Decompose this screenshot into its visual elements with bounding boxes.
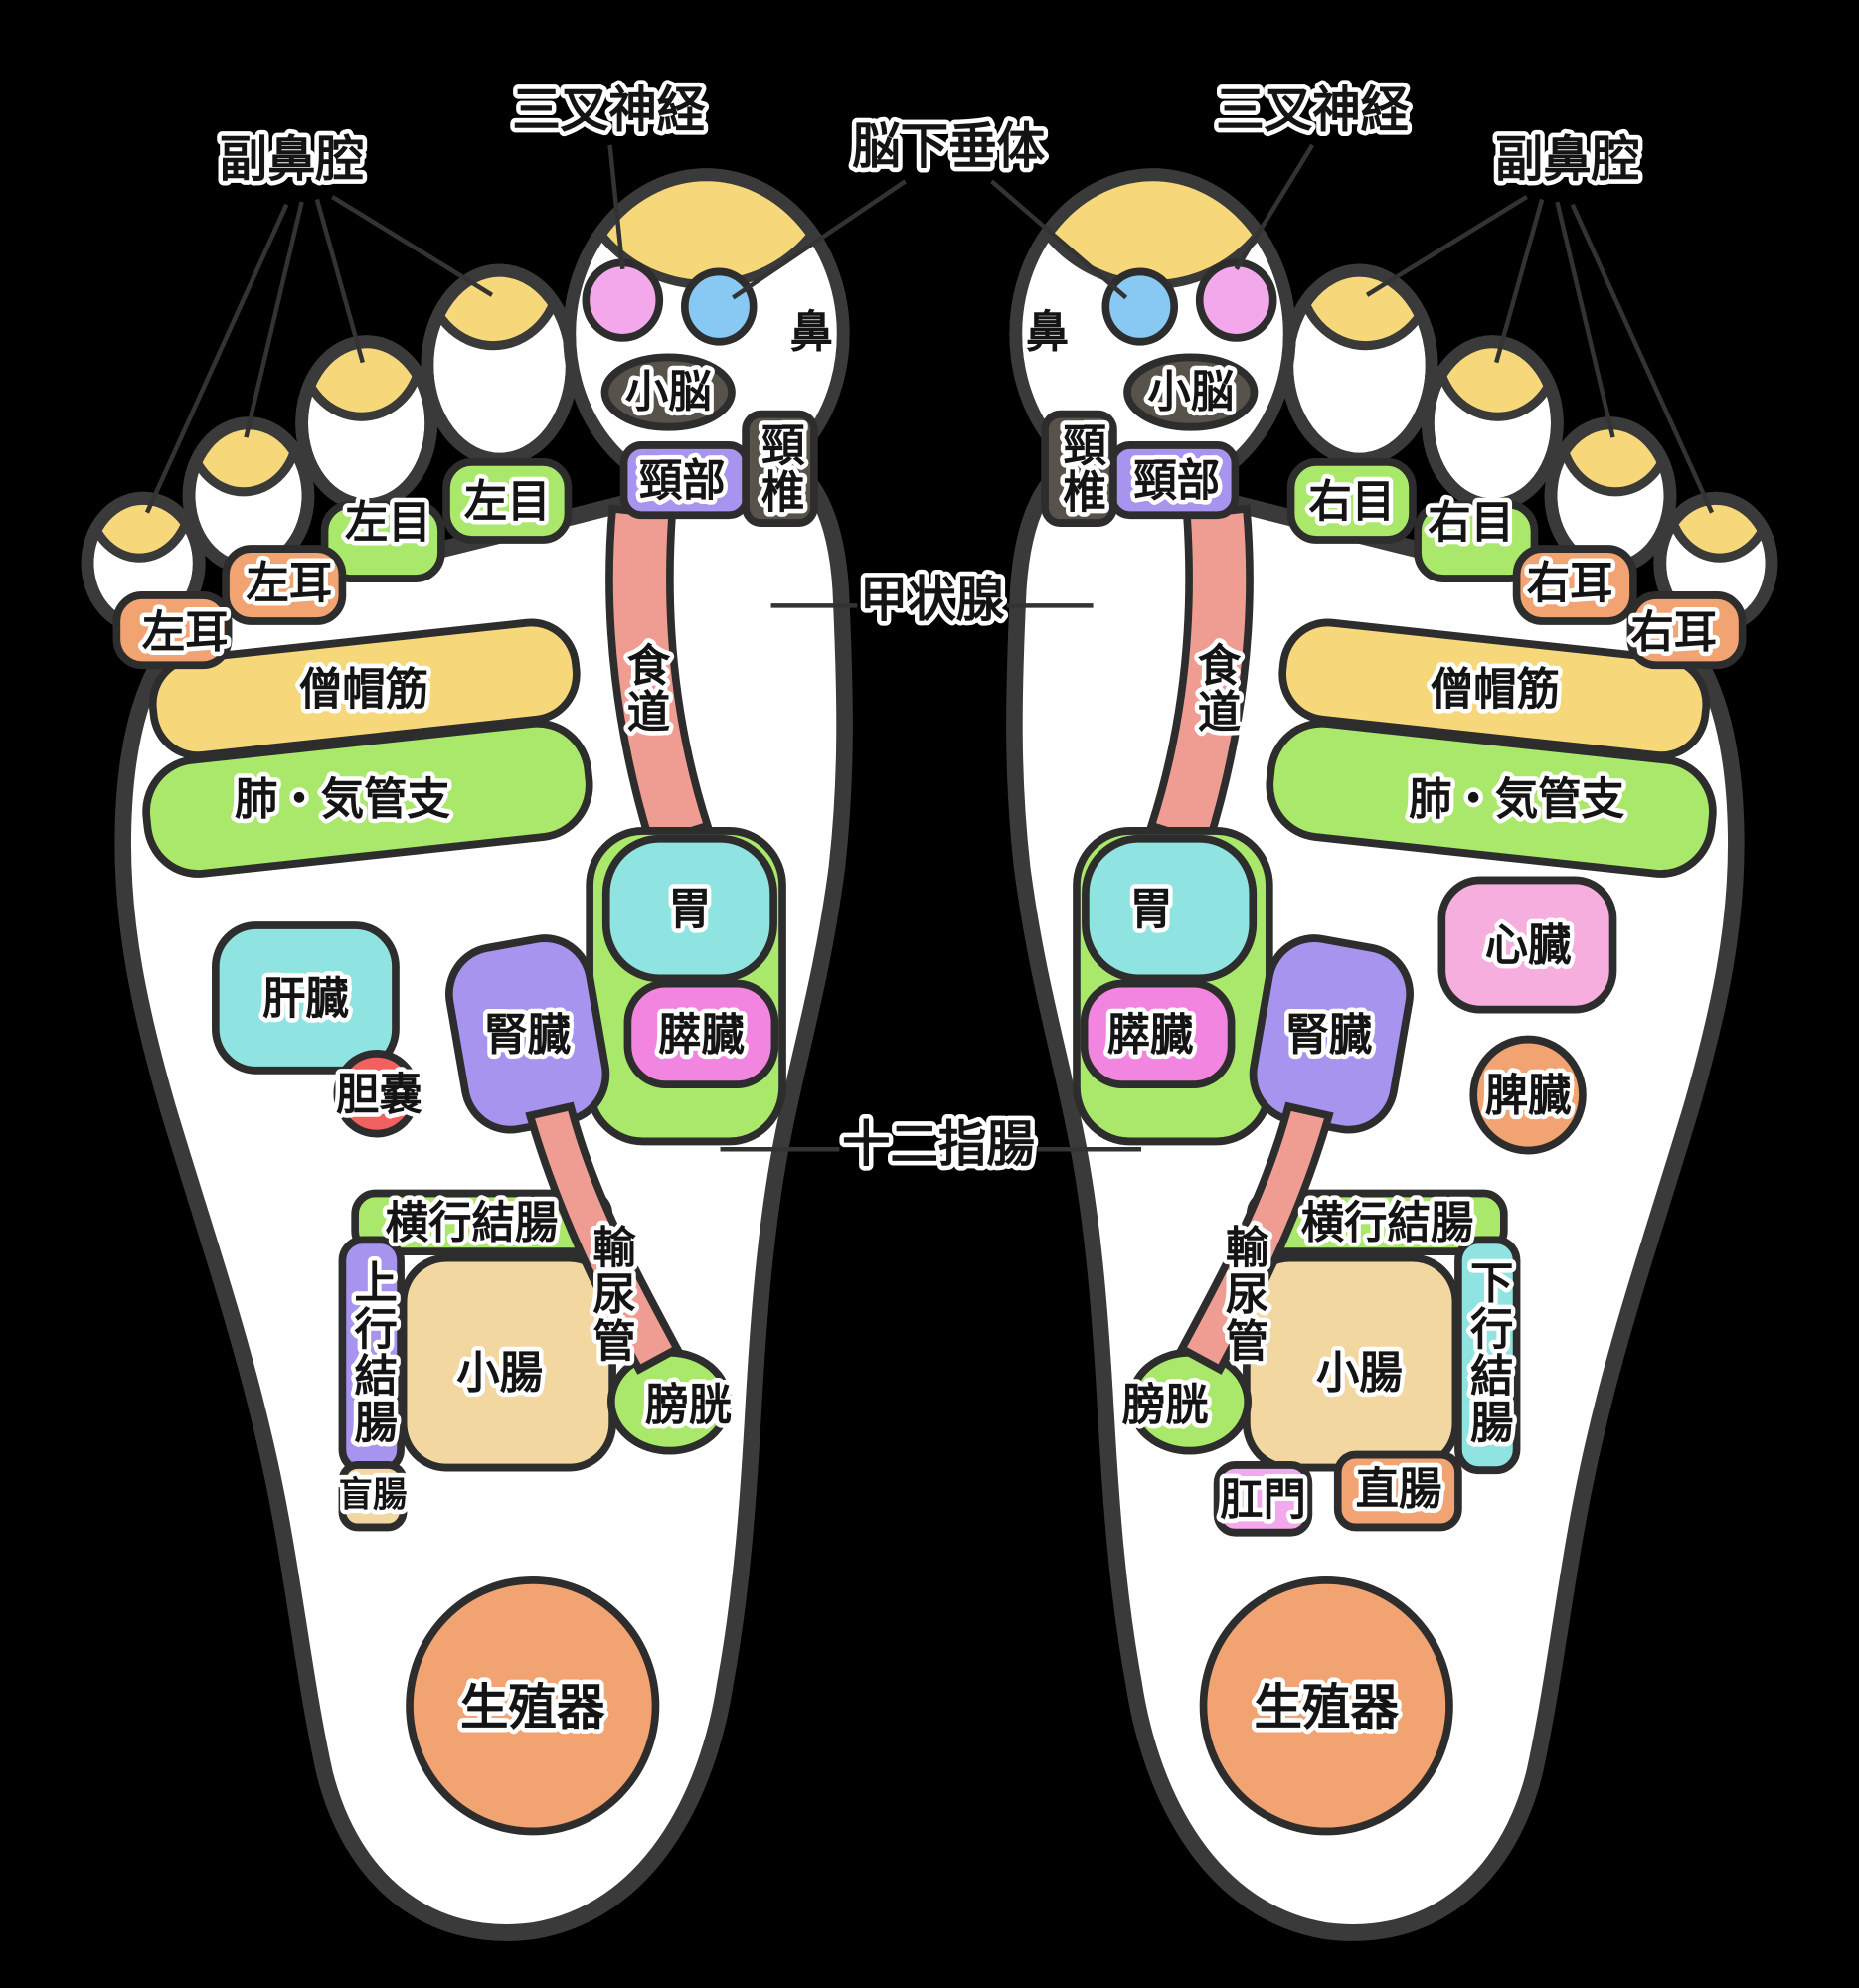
label-right-ear-b: 右耳 bbox=[1630, 607, 1717, 659]
gallbladder-zone bbox=[333, 1049, 421, 1138]
label-ureter-left: 輸尿管 bbox=[585, 1224, 635, 1364]
label-trapezius-right: 僧帽筋 bbox=[1431, 664, 1560, 716]
right-foot bbox=[1014, 26, 1772, 1932]
label-cerebellum-right: 小脳 bbox=[1147, 366, 1234, 417]
left-foot bbox=[87, 26, 845, 1932]
label-descending-colon: 下行結腸 bbox=[1462, 1259, 1513, 1445]
label-pancreas-left: 膵臓 bbox=[658, 1010, 745, 1062]
label-cervical-left: 頸椎 bbox=[754, 421, 804, 515]
left-foot-specific-zones bbox=[212, 921, 421, 1532]
label-trapezius-left: 僧帽筋 bbox=[299, 664, 428, 716]
label-neck-right: 頸部 bbox=[1133, 455, 1220, 507]
label-esophagus-right: 食道 bbox=[1190, 641, 1241, 735]
label-liver: 肝臓 bbox=[262, 973, 349, 1025]
sinus-right-lines bbox=[1365, 194, 1715, 514]
liver-zone bbox=[212, 921, 400, 1075]
label-left-ear-a: 左耳 bbox=[246, 558, 332, 609]
label-lungs-right: 肺・気管支 bbox=[1409, 774, 1624, 826]
label-left-eye-a: 左目 bbox=[464, 476, 551, 528]
label-thyroid: 甲状腺 bbox=[860, 571, 1005, 628]
label-pituitary: 脳下垂体 bbox=[852, 118, 1045, 176]
leader-lines bbox=[144, 143, 1715, 1152]
label-left-ear-b: 左耳 bbox=[142, 607, 229, 659]
label-sinus-right: 副鼻腔 bbox=[1495, 131, 1639, 189]
label-sinus-left: 副鼻腔 bbox=[220, 131, 364, 189]
trigeminal-right-line bbox=[1234, 143, 1315, 271]
label-left-eye-b: 左目 bbox=[345, 497, 431, 549]
label-transverse-right: 横行結腸 bbox=[1301, 1197, 1473, 1248]
label-lungs-left: 肺・気管支 bbox=[235, 774, 450, 826]
label-bladder-right: 膀胱 bbox=[1121, 1380, 1209, 1431]
pituitary-left-line bbox=[732, 179, 907, 300]
label-right-ear-a: 右耳 bbox=[1527, 558, 1613, 609]
label-cecum: 盲腸 bbox=[339, 1474, 408, 1515]
label-right-eye-a: 右目 bbox=[1308, 476, 1395, 528]
pituitary-right-line bbox=[990, 179, 1128, 300]
label-neck-left: 頸部 bbox=[639, 455, 726, 507]
sinus-left-lines bbox=[144, 194, 494, 514]
label-spleen: 脾臓 bbox=[1485, 1071, 1572, 1122]
cecum-zone bbox=[338, 1461, 408, 1532]
anus-zone bbox=[1213, 1461, 1313, 1537]
label-stomach-right: 胃 bbox=[1130, 884, 1173, 935]
label-genitals-right: 生殖器 bbox=[1255, 1679, 1400, 1737]
label-esophagus-left: 食道 bbox=[619, 641, 670, 735]
label-small-intestine-right: 小腸 bbox=[1316, 1347, 1403, 1399]
heart-zone bbox=[1437, 876, 1617, 1014]
label-nose-left: 鼻 bbox=[790, 307, 833, 359]
label-pancreas-right: 膵臓 bbox=[1107, 1010, 1194, 1062]
label-duodenum: 十二指腸 bbox=[842, 1116, 1035, 1174]
right-foot-specific-zones bbox=[1213, 876, 1617, 1537]
label-cervical-right: 頸椎 bbox=[1056, 421, 1106, 515]
label-bladder-left: 膀胱 bbox=[644, 1380, 732, 1431]
descending-colon-zone bbox=[1454, 1236, 1521, 1475]
label-gallbladder: 胆嚢 bbox=[336, 1069, 422, 1120]
label-right-eye-b: 右目 bbox=[1428, 497, 1514, 549]
label-ascending-colon: 上行結腸 bbox=[347, 1259, 398, 1445]
rectum-zone bbox=[1333, 1450, 1462, 1532]
label-nose-right: 鼻 bbox=[1026, 307, 1069, 359]
labels: 三叉神経 三叉神経 副鼻腔 副鼻腔 脳下垂体 鼻 鼻 小脳 小脳 頸椎 頸椎 頸… bbox=[137, 78, 1721, 1740]
label-trigeminal-left: 三叉神経 bbox=[512, 82, 706, 139]
label-cerebellum-left: 小脳 bbox=[625, 366, 712, 417]
label-kidney-right: 腎臓 bbox=[1285, 1010, 1372, 1062]
label-trigeminal-right: 三叉神経 bbox=[1216, 82, 1410, 139]
label-heart: 心臓 bbox=[1485, 920, 1572, 972]
spleen-zone bbox=[1469, 1035, 1587, 1155]
label-genitals-left: 生殖器 bbox=[460, 1679, 605, 1737]
label-rectum: 直腸 bbox=[1356, 1464, 1442, 1516]
label-stomach-left: 胃 bbox=[668, 884, 711, 935]
trigeminal-left-line bbox=[607, 144, 625, 270]
label-transverse-left: 横行結腸 bbox=[386, 1197, 558, 1248]
label-kidney-left: 腎臓 bbox=[484, 1010, 571, 1062]
label-small-intestine-left: 小腸 bbox=[456, 1347, 543, 1399]
label-ureter-right: 輸尿管 bbox=[1218, 1224, 1268, 1364]
label-anus: 肛門 bbox=[1220, 1474, 1306, 1526]
